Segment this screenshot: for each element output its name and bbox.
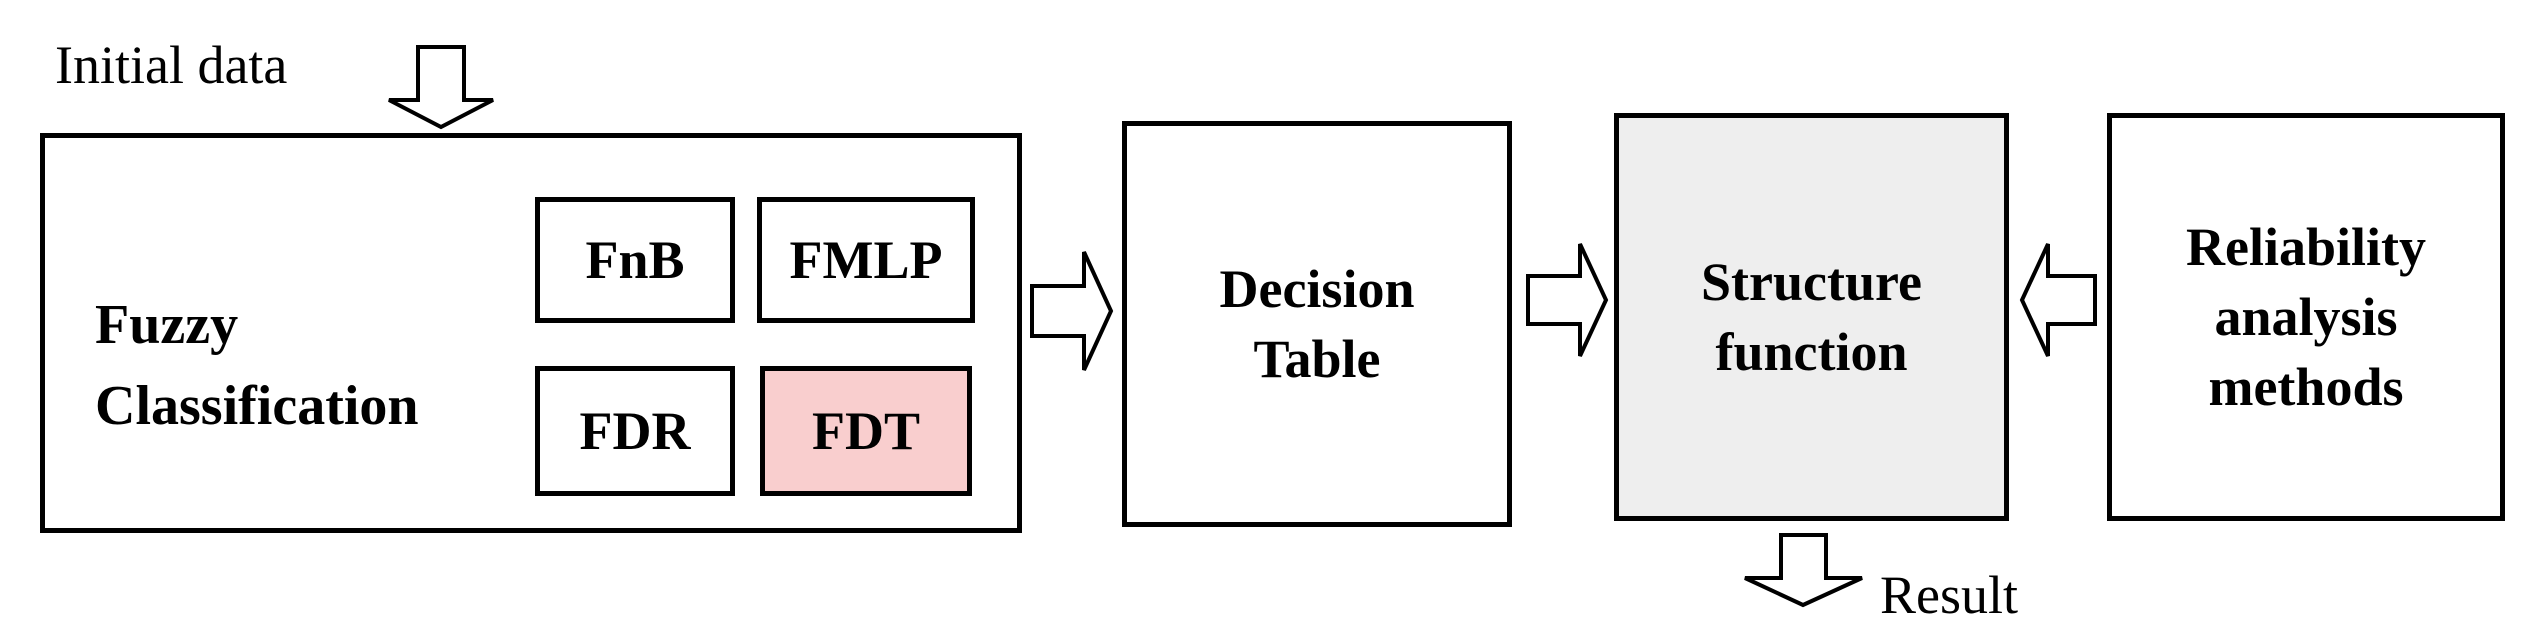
method-fdt-label: FDT bbox=[812, 401, 920, 461]
method-fnb-box: FnB bbox=[535, 197, 735, 323]
arrow-decision-to-structure bbox=[1526, 243, 1609, 357]
input-label: Initial data bbox=[55, 35, 288, 95]
output-label: Result bbox=[1880, 565, 2019, 625]
reliability-line2: analysis bbox=[2214, 286, 2398, 347]
structure-function-line1: Structure bbox=[1701, 251, 1922, 312]
arrow-reliability-to-structure bbox=[2019, 243, 2097, 357]
structure-function-line2: function bbox=[1715, 322, 1908, 382]
output-arrow bbox=[1744, 533, 1863, 608]
method-fnb-label: FnB bbox=[585, 230, 685, 290]
fuzzy-classification-title: Fuzzy Classification bbox=[95, 285, 419, 447]
structure-function-block: Structure function bbox=[1614, 113, 2009, 521]
method-fdr-label: FDR bbox=[579, 401, 691, 461]
reliability-line3: methods bbox=[2208, 357, 2404, 418]
method-fmlp-label: FMLP bbox=[789, 230, 943, 290]
fuzzy-classification-title-line1: Fuzzy bbox=[95, 294, 239, 356]
decision-table-line2: Table bbox=[1253, 329, 1381, 389]
arrow-classification-to-decision bbox=[1030, 251, 1114, 371]
decision-table-block: Decision Table bbox=[1122, 121, 1512, 527]
decision-table-line1: Decision bbox=[1219, 258, 1415, 319]
reliability-methods-block: Reliability analysis methods bbox=[2107, 113, 2505, 521]
method-fdt-box: FDT bbox=[760, 366, 972, 496]
fuzzy-classification-title-line2: Classification bbox=[95, 375, 419, 438]
method-fdr-box: FDR bbox=[535, 366, 735, 496]
reliability-line1: Reliability bbox=[2186, 216, 2426, 277]
method-fmlp-box: FMLP bbox=[757, 197, 975, 323]
input-arrow bbox=[388, 45, 494, 130]
